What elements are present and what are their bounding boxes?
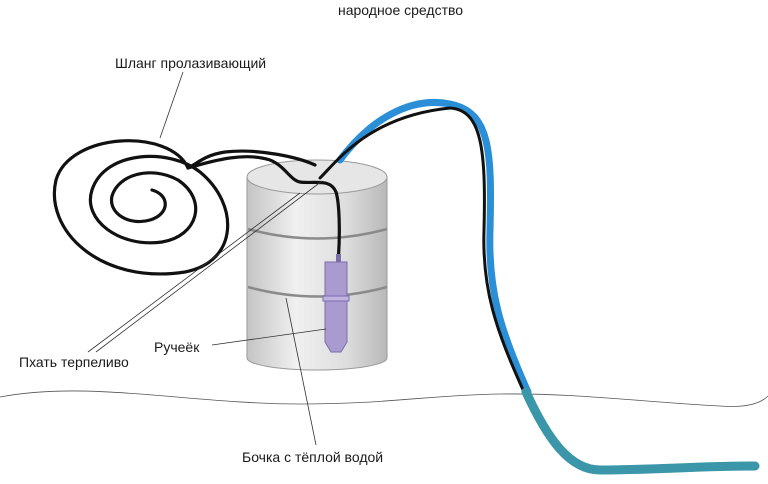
hose-to-pump <box>186 155 341 264</box>
label-pump: Ручеёк <box>154 339 200 355</box>
hose-coil <box>52 139 317 276</box>
barrel-rib-upper <box>247 227 388 240</box>
pump-band <box>322 295 350 302</box>
pump-device <box>322 254 350 353</box>
barrel-top <box>246 159 388 195</box>
ground-line <box>0 390 768 407</box>
leader-push-2 <box>95 180 323 353</box>
label-hose: Шланг пролазивающий <box>115 55 266 71</box>
barrel <box>246 159 388 371</box>
outlet-hose-core <box>318 106 526 394</box>
label-push: Пхать терпеливо <box>19 354 129 370</box>
pump-body <box>324 261 348 353</box>
outlet-hose-blue <box>336 99 532 396</box>
leader-hose <box>159 71 184 139</box>
leader-push-1 <box>87 192 301 353</box>
label-barrel: Бочка с тёплой водой <box>242 449 383 465</box>
diagram-title: народное средство <box>338 2 463 18</box>
outlet-hose-teal <box>521 387 760 475</box>
barrel-rib-lower <box>247 285 388 298</box>
leader-barrel <box>285 297 317 446</box>
leader-pump <box>211 328 327 346</box>
barrel-body <box>246 176 388 371</box>
pump-connector <box>336 254 341 262</box>
